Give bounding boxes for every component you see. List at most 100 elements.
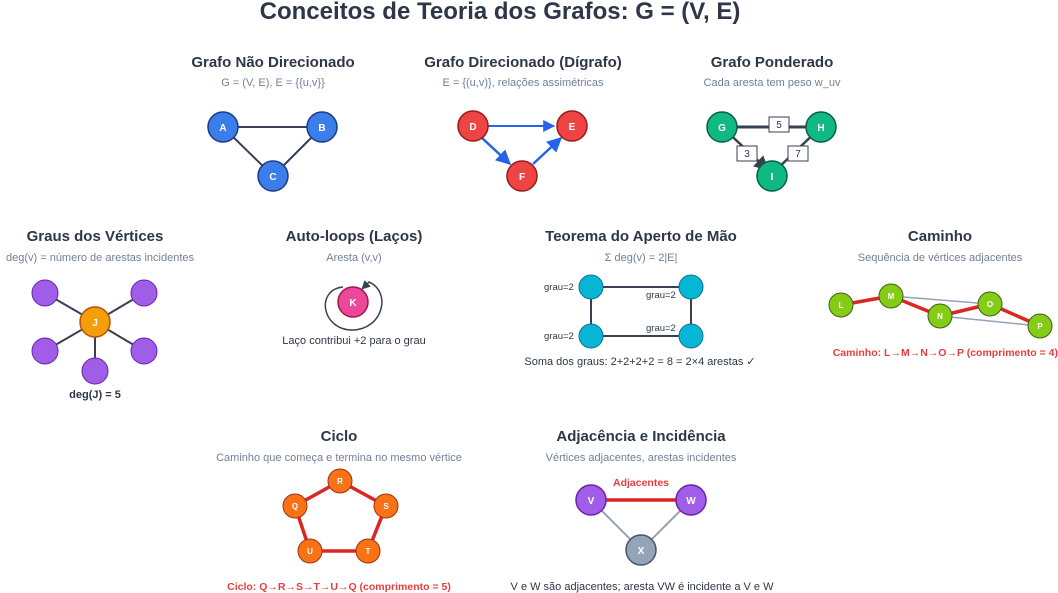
- node-k: K: [337, 286, 369, 318]
- vertex: [678, 323, 704, 349]
- node-b: B: [306, 111, 338, 143]
- node-o: O: [977, 291, 1003, 317]
- node-e: E: [556, 110, 588, 142]
- loop-caption: Laço contribui +2 para o grau: [282, 335, 425, 347]
- svg-text:N: N: [937, 312, 943, 321]
- panel-title: Caminho: [908, 228, 972, 245]
- adjacency-caption: V e W são adjacentes; aresta VW é incide…: [511, 581, 775, 593]
- svg-text:A: A: [219, 123, 226, 134]
- panel-subtitle: deg(v) = número de arestas incidentes: [6, 252, 195, 264]
- weight-label-gh: 5: [768, 116, 790, 133]
- leaf-node: [130, 337, 158, 365]
- node-c: C: [257, 160, 289, 192]
- cycle-edges: [590, 286, 692, 337]
- node-m: M: [878, 283, 904, 309]
- degree-label: grau=2: [544, 282, 574, 293]
- panel-title: Adjacência e Incidência: [556, 428, 726, 445]
- node-a: A: [207, 111, 239, 143]
- panel-handshake: Teorema do Aperto de Mão Σ deg(v) = 2|E|…: [524, 228, 755, 368]
- degree-label: grau=2: [544, 331, 574, 342]
- cycle-caption: Ciclo: Q→R→S→T→U→Q (comprimento = 5): [227, 581, 451, 593]
- panel-path: Caminho Sequência de vértices adjacentes…: [828, 228, 1058, 359]
- edge-m-o: [890, 295, 991, 305]
- svg-text:X: X: [638, 546, 645, 557]
- svg-text:C: C: [269, 172, 276, 183]
- svg-text:J: J: [92, 318, 98, 329]
- node-i: I: [756, 160, 788, 192]
- panel-weighted: Grafo Ponderado Cada aresta tem peso w_u…: [704, 54, 841, 192]
- svg-text:V: V: [588, 496, 595, 507]
- leaf-node: [31, 337, 59, 365]
- node-w: W: [675, 484, 707, 516]
- node-r: R: [327, 468, 353, 494]
- svg-text:M: M: [888, 292, 895, 301]
- vertex: [678, 274, 704, 300]
- svg-text:R: R: [337, 477, 343, 486]
- panel-subtitle: Vértices adjacentes, arestas incidentes: [546, 452, 737, 464]
- panel-degree: Graus dos Vértices deg(v) = número de ar…: [6, 228, 195, 401]
- svg-text:H: H: [817, 123, 824, 134]
- weight-label-hi: 7: [787, 145, 809, 162]
- panel-adjacency: Adjacência e Incidência Vértices adjacen…: [511, 428, 775, 593]
- arc-d-f: [481, 137, 512, 166]
- edge-n-p: [939, 315, 1041, 327]
- node-s: S: [373, 493, 399, 519]
- node-j: J: [79, 306, 111, 338]
- svg-text:7: 7: [795, 149, 801, 160]
- path-caption: Caminho: L→M→N→O→P (comprimento = 4): [833, 347, 1058, 359]
- panel-cycle: Ciclo Caminho que começa e termina no me…: [216, 428, 462, 593]
- panel-subtitle: Σ deg(v) = 2|E|: [605, 252, 678, 264]
- handshake-caption: Soma dos graus: 2+2+2+2 = 8 = 2×4 aresta…: [524, 356, 755, 368]
- panel-title: Grafo Direcionado (Dígrafo): [424, 54, 622, 71]
- degree-label: grau=2: [646, 323, 676, 334]
- panel-subtitle: Cada aresta tem peso w_uv: [704, 77, 841, 89]
- svg-text:K: K: [349, 298, 357, 309]
- svg-text:P: P: [1037, 322, 1043, 331]
- panel-subtitle: Caminho que começa e termina no mesmo vé…: [216, 452, 462, 464]
- panel-directed: Grafo Direcionado (Dígrafo) E = {(u,v)},…: [424, 54, 622, 192]
- svg-text:S: S: [383, 502, 389, 511]
- node-f: F: [506, 160, 538, 192]
- panel-title: Ciclo: [321, 428, 358, 445]
- node-g: G: [706, 111, 738, 143]
- node-x: X: [625, 534, 657, 566]
- node-v: V: [575, 484, 607, 516]
- panel-subtitle: G = (V, E), E = {{u,v}}: [221, 77, 325, 89]
- svg-text:3: 3: [744, 149, 750, 160]
- panel-title: Auto-loops (Laços): [286, 228, 423, 245]
- svg-text:T: T: [366, 547, 371, 556]
- leaf-node: [31, 279, 59, 307]
- degree-caption: deg(J) = 5: [69, 389, 121, 401]
- panel-title: Grafo Ponderado: [711, 54, 834, 71]
- panel-subtitle: E = {(u,v)}, relações assimétricas: [442, 77, 604, 89]
- leaf-node: [130, 279, 158, 307]
- arc-f-e: [532, 136, 563, 165]
- svg-text:E: E: [569, 122, 576, 133]
- panel-undirected: Grafo Não Direcionado G = (V, E), E = {{…: [191, 54, 355, 192]
- svg-text:F: F: [519, 172, 525, 183]
- node-q: Q: [282, 493, 308, 519]
- degree-label: grau=2: [646, 290, 676, 301]
- svg-text:B: B: [318, 123, 325, 134]
- svg-text:G: G: [718, 123, 726, 134]
- svg-text:O: O: [987, 300, 993, 309]
- node-p: P: [1027, 313, 1053, 339]
- self-loop-edge: [324, 280, 383, 331]
- svg-text:Q: Q: [292, 502, 298, 511]
- panel-loops: Auto-loops (Laços) Aresta (v,v) K Laço c…: [282, 228, 425, 347]
- panel-subtitle: Aresta (v,v): [326, 252, 381, 264]
- page-title: Conceitos de Teoria dos Grafos: G = (V, …: [260, 0, 741, 25]
- node-n: N: [927, 303, 953, 329]
- svg-text:L: L: [839, 301, 844, 310]
- svg-text:U: U: [307, 547, 313, 556]
- panel-title: Grafo Não Direcionado: [191, 54, 354, 71]
- svg-text:I: I: [771, 172, 774, 183]
- node-l: L: [828, 292, 854, 318]
- vertex: [578, 274, 604, 300]
- node-t: T: [355, 538, 381, 564]
- weight-label-gi: 3: [736, 145, 758, 162]
- adjacent-label: Adjacentes: [613, 477, 669, 489]
- panel-title: Graus dos Vértices: [27, 228, 164, 245]
- svg-text:D: D: [469, 122, 476, 133]
